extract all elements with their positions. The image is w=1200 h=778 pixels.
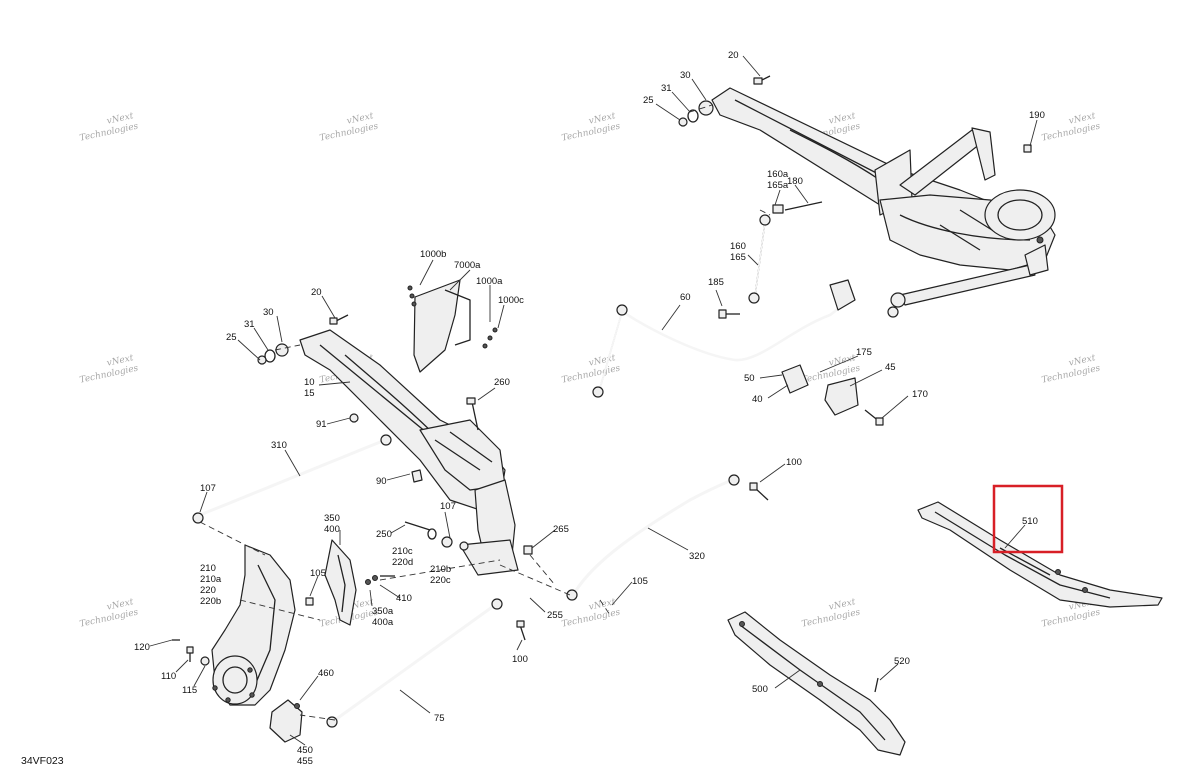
callout: 265 xyxy=(553,524,569,535)
callout: 520 xyxy=(894,656,910,667)
callout: 455 xyxy=(297,756,313,767)
callout: 90 xyxy=(376,476,387,487)
suspension-arm xyxy=(257,314,533,576)
callout: 255 xyxy=(547,610,563,621)
callout: 10 xyxy=(304,377,315,388)
callout: 15 xyxy=(304,388,315,399)
callout: 350a xyxy=(372,606,394,617)
diagram-reference-code: 34VF023 xyxy=(21,755,64,767)
callout: 60 xyxy=(680,292,691,303)
callout: 45 xyxy=(885,362,896,373)
callout: 190 xyxy=(1029,110,1045,121)
watermark: vNext Technologies xyxy=(801,597,862,629)
callout: 7000a xyxy=(454,260,481,271)
watermark: vNext Technologies xyxy=(561,353,622,385)
callout: 210 xyxy=(200,563,216,574)
rail-part-510 xyxy=(917,501,1163,608)
callout: 320 xyxy=(689,551,705,562)
callout: 510 xyxy=(1022,516,1038,527)
callout: 107 xyxy=(200,483,216,494)
callout: 100 xyxy=(512,654,528,665)
callout: 25 xyxy=(226,332,237,343)
callout: 30 xyxy=(263,307,274,318)
rail-part-500 xyxy=(727,611,906,756)
callout: 210c xyxy=(392,546,413,557)
callout: 100 xyxy=(786,457,802,468)
highlight-box-510 xyxy=(992,484,1064,554)
watermark: vNext Technologies xyxy=(79,353,140,385)
sway-bar xyxy=(592,201,884,426)
callout: 310 xyxy=(271,440,287,451)
callout: 410 xyxy=(396,593,412,604)
callout: 110 xyxy=(161,671,176,682)
control-links xyxy=(192,434,769,728)
callout: 180 xyxy=(787,176,803,187)
watermark: vNext Technologies xyxy=(1041,111,1102,143)
callout: 175 xyxy=(856,347,872,358)
callout: 210b xyxy=(430,564,451,575)
assembly-lines xyxy=(199,104,771,721)
watermark: vNext Technologies xyxy=(79,111,140,143)
callout: 1000a xyxy=(476,276,503,287)
callout: 1000b xyxy=(420,249,446,260)
callout: 400 xyxy=(324,524,340,535)
callout: 220d xyxy=(392,557,413,568)
callout: 250 xyxy=(376,529,392,540)
callout: 105 xyxy=(310,568,326,579)
callout: 31 xyxy=(661,83,672,94)
callout: 210a xyxy=(200,574,222,585)
callout: 25 xyxy=(643,95,654,106)
callout: 220b xyxy=(200,596,221,607)
callout: 450 xyxy=(297,745,313,756)
callout: 400a xyxy=(372,617,394,628)
reference-frame-assembly xyxy=(678,75,1056,318)
watermark: vNext Technologies xyxy=(79,597,140,629)
hub-knuckle xyxy=(172,544,314,706)
callout: 220 xyxy=(200,585,216,596)
leader-lines xyxy=(149,55,1038,746)
callout: 30 xyxy=(680,70,691,81)
mud-flap xyxy=(407,279,498,373)
callout: 160a xyxy=(767,169,789,180)
callout: 105 xyxy=(632,576,648,587)
lower-bracket xyxy=(269,699,303,743)
callout: 500 xyxy=(752,684,768,695)
callout: 220c xyxy=(430,575,451,586)
callout: 350 xyxy=(324,513,340,524)
callout: 31 xyxy=(244,319,255,330)
callout: 165 xyxy=(730,252,746,263)
watermark: vNext Technologies xyxy=(561,597,622,629)
callout: 170 xyxy=(912,389,928,400)
callout-labels: 20 30 31 25 190 160a 165a 180 160 165 18… xyxy=(134,50,1045,767)
callout: 107 xyxy=(440,501,456,512)
callout: 1000c xyxy=(498,295,524,306)
watermark: vNext Technologies xyxy=(1041,353,1102,385)
callout: 20 xyxy=(728,50,739,61)
callout: 50 xyxy=(744,373,755,384)
callout: 120 xyxy=(134,642,150,653)
callout: 165a xyxy=(767,180,789,191)
callout: 20 xyxy=(311,287,322,298)
callout: 75 xyxy=(434,713,445,724)
callout: 115 xyxy=(182,685,197,696)
caliper-guard xyxy=(324,539,395,626)
callout: 260 xyxy=(494,377,510,388)
callout: 40 xyxy=(752,394,763,405)
callout: 91 xyxy=(316,419,327,430)
callout: 185 xyxy=(708,277,724,288)
watermark: vNext Technologies xyxy=(319,111,380,143)
callout: 460 xyxy=(318,668,334,679)
watermark: vNext Technologies xyxy=(561,111,622,143)
callout: 160 xyxy=(730,241,746,252)
